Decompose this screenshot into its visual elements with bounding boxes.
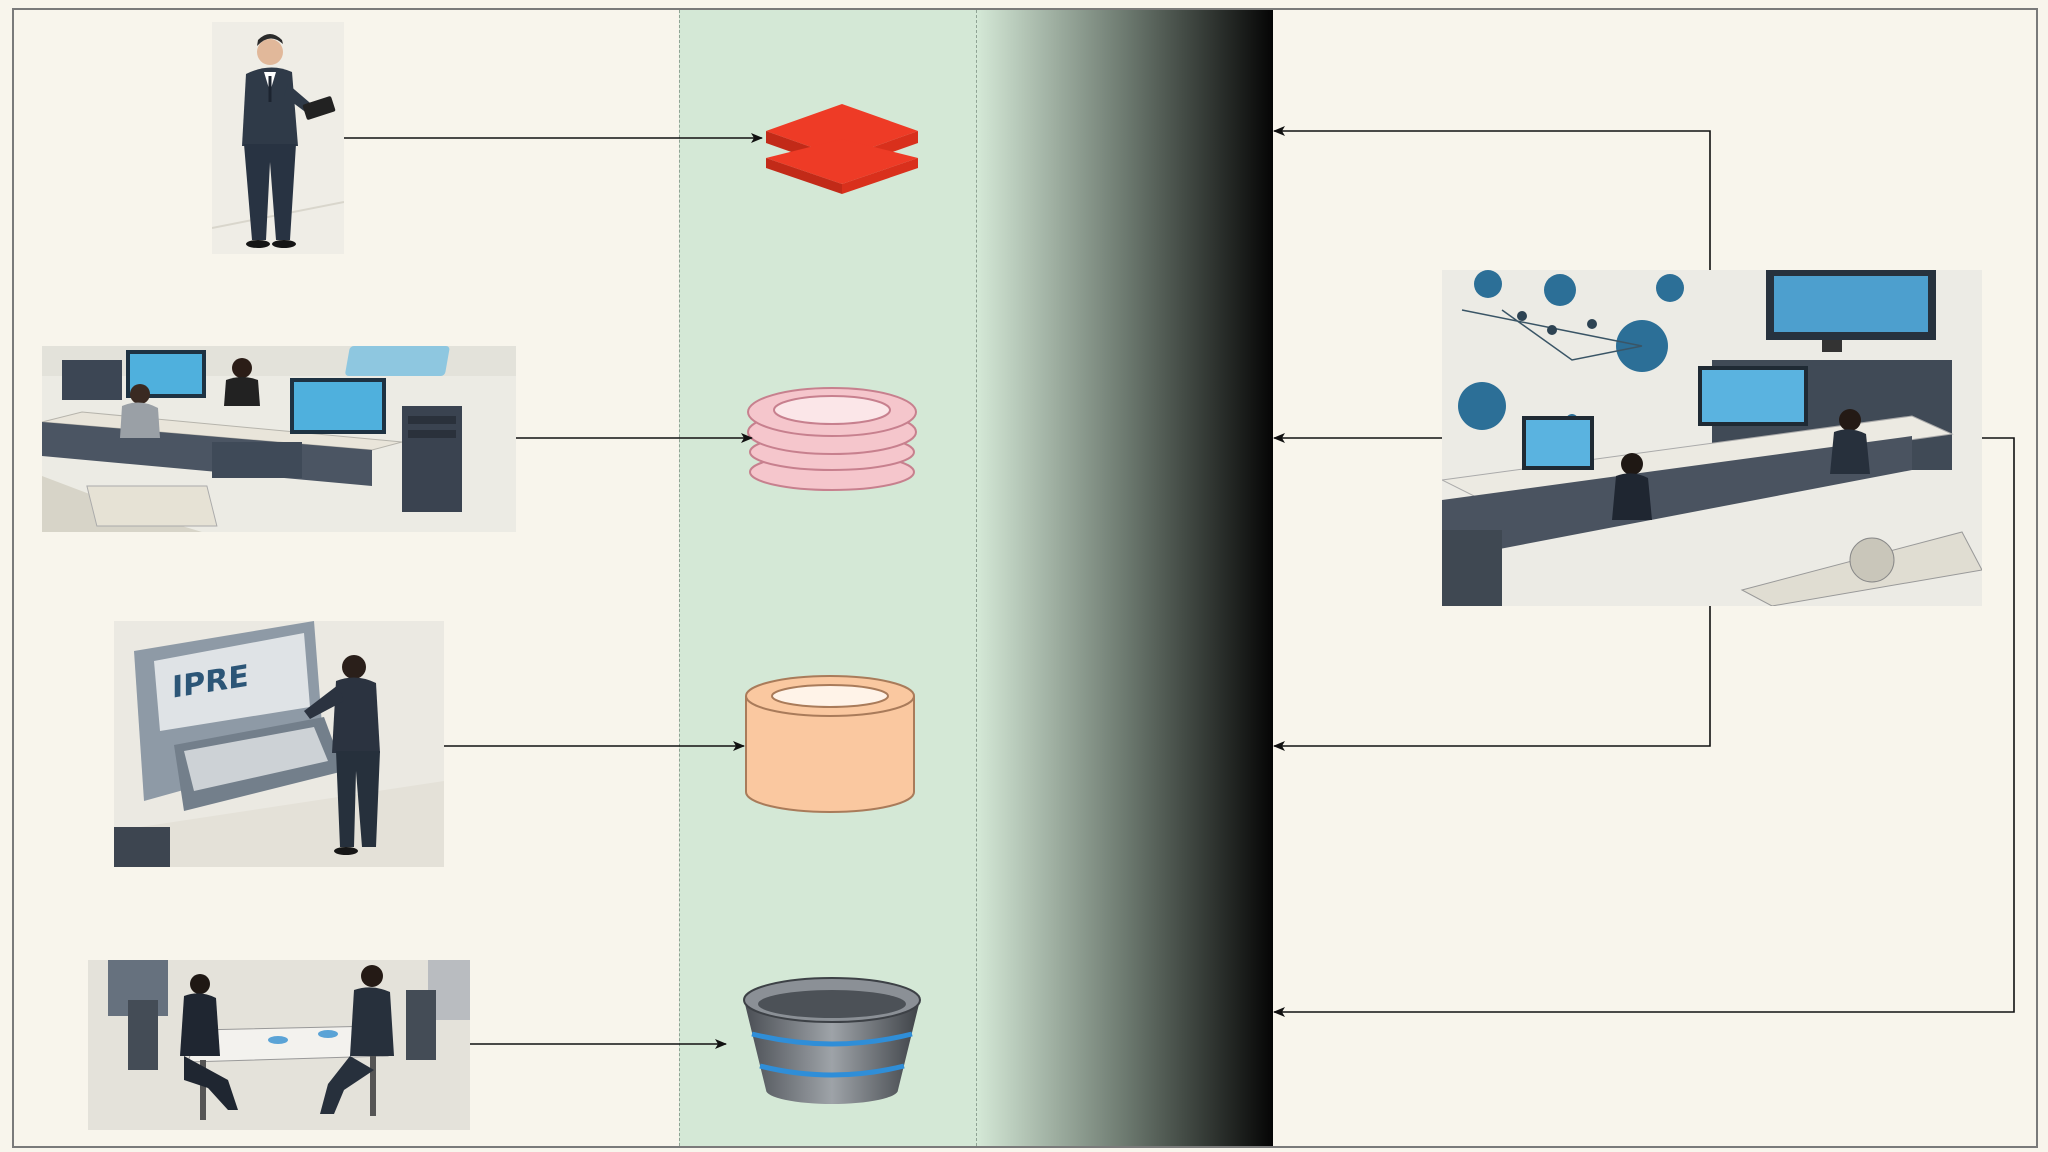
analyst-with-tablet-illustration xyxy=(212,22,344,254)
connector-ops-to-wall-top xyxy=(1273,126,1711,270)
operator-at-terminal-illustration: IPRE xyxy=(114,621,444,867)
consumer-connectors xyxy=(1273,126,2015,1017)
operations-center-illustration xyxy=(1442,270,1982,606)
layers-stack-icon xyxy=(766,104,918,194)
meeting-table-illustration xyxy=(88,960,470,1130)
storage-lane xyxy=(679,10,977,1146)
source-connectors xyxy=(344,133,763,1049)
connector-ops-to-wall-lower xyxy=(1273,606,1711,751)
office-team-illustration xyxy=(42,346,516,532)
connector-ops-to-wall-bottom xyxy=(1273,437,2015,1017)
ring-stack-database-icon xyxy=(747,387,917,491)
cylinder-database-icon xyxy=(745,675,915,813)
metal-bucket-storage-icon xyxy=(743,977,921,1104)
